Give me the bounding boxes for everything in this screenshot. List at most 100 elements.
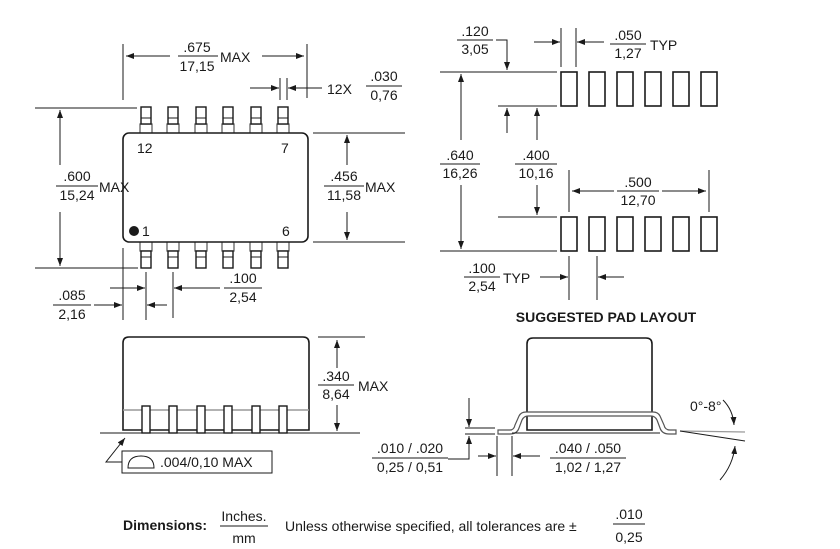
dim-row-length: .500 12,70 <box>568 170 710 212</box>
svg-text:1,27: 1,27 <box>614 45 641 61</box>
lead-top <box>139 123 153 133</box>
svg-text:.040 / .050: .040 / .050 <box>555 440 621 456</box>
dim-inner-span: .400 10,16 <box>515 108 557 215</box>
svg-text:3,05: 3,05 <box>461 41 488 57</box>
package-body <box>122 132 309 243</box>
lead-bottom <box>276 242 290 252</box>
dim-outer-span: .640 16,26 <box>440 74 480 249</box>
gull-wing-lead <box>497 411 677 435</box>
pin-label-7: 7 <box>281 140 289 156</box>
svg-text:.100: .100 <box>229 270 256 286</box>
dim-pad-pitch: .100 2,54 TYP <box>464 256 624 300</box>
side-body <box>122 336 310 431</box>
pad-bottom <box>560 216 578 252</box>
pad-top <box>588 71 606 107</box>
svg-text:1,02 / 1,27: 1,02 / 1,27 <box>555 459 621 475</box>
coplanarity-box <box>121 450 273 474</box>
pin-label-6: 6 <box>282 223 290 239</box>
svg-text:16,26: 16,26 <box>442 165 477 181</box>
svg-text:17,15: 17,15 <box>179 58 214 74</box>
pad-top <box>672 71 690 107</box>
pad-top <box>700 71 718 107</box>
footer-note: Dimensions: Inches. mm Unless otherwise … <box>123 506 645 546</box>
dim-pad-length: .120 3,05 <box>457 23 510 133</box>
svg-text:.340: .340 <box>322 368 349 384</box>
dim-end-offset-and-pitch: .085 2,16 .100 2,54 <box>53 248 262 322</box>
svg-text:TYP: TYP <box>650 37 677 53</box>
pad-layout-title: SUGGESTED PAD LAYOUT <box>516 309 697 325</box>
svg-text:.010: .010 <box>615 506 642 522</box>
side-pins <box>141 405 288 434</box>
svg-text:.050: .050 <box>614 27 641 43</box>
svg-text:10,16: 10,16 <box>518 165 553 181</box>
svg-text:15,24: 15,24 <box>59 187 94 203</box>
pad-layout: .120 3,05 .050 1,27 TYP .640 16,26 .4 <box>440 23 718 325</box>
svg-text:.085: .085 <box>58 287 85 303</box>
pin-side <box>141 405 151 434</box>
svg-text:8,64: 8,64 <box>322 386 349 402</box>
lead-bottom <box>194 242 208 252</box>
lead-bottom <box>249 242 263 252</box>
pin-side <box>196 405 206 434</box>
dim-lead-width: 12X .030 0,76 <box>250 68 402 103</box>
pin-top <box>222 106 234 125</box>
svg-text:.400: .400 <box>522 147 549 163</box>
svg-text:.640: .640 <box>446 147 473 163</box>
pad-bottom <box>700 216 718 252</box>
svg-text:.675: .675 <box>183 39 210 55</box>
svg-text:0,25 / 0,51: 0,25 / 0,51 <box>377 459 443 475</box>
end-body <box>526 337 653 431</box>
side-view: .340 8,64 MAX .004/0,10 MAX <box>100 336 389 474</box>
dim-width: .675 17,15 MAX <box>122 39 308 100</box>
svg-text:Inches.: Inches. <box>221 508 266 524</box>
lead-bottom <box>221 242 235 252</box>
svg-text:.120: .120 <box>461 23 488 39</box>
lead-top <box>276 123 290 133</box>
pad-top <box>616 71 634 107</box>
lead-top <box>221 123 235 133</box>
pin-side <box>251 405 261 434</box>
pad-top <box>644 71 662 107</box>
end-view: .010 / .020 0,25 / 0,51 .040 / .050 1,02… <box>372 337 746 481</box>
top-view: 12 7 1 6 .675 17,15 MAX 12X .030 0,76 <box>35 39 405 322</box>
svg-text:.004/0,10 MAX: .004/0,10 MAX <box>160 454 253 470</box>
lead-bottom <box>166 242 180 252</box>
pin-side <box>223 405 233 434</box>
pin-bottom <box>167 250 179 269</box>
pin-bottom <box>222 250 234 269</box>
pad-top <box>560 71 578 107</box>
lead-bottom <box>139 242 153 252</box>
pin-bottom <box>250 250 262 269</box>
pin-top <box>195 106 207 125</box>
lead-top <box>166 123 180 133</box>
pin-top <box>277 106 289 125</box>
pin-label-12: 12 <box>137 140 153 156</box>
pin-top <box>140 106 152 125</box>
svg-text:2,16: 2,16 <box>58 306 85 322</box>
svg-text:mm: mm <box>232 530 255 546</box>
svg-text:.030: .030 <box>370 68 397 84</box>
pin-top <box>250 106 262 125</box>
pad-bottom <box>672 216 690 252</box>
svg-text:.100: .100 <box>468 260 495 276</box>
dim-overall-height: .600 15,24 MAX <box>35 107 138 269</box>
lead-top <box>194 123 208 133</box>
svg-text:.600: .600 <box>63 168 90 184</box>
pad-bottom <box>588 216 606 252</box>
pin-bottom <box>195 250 207 269</box>
pin-side <box>168 405 178 434</box>
angle-label: 0°-8° <box>690 398 721 414</box>
pad-bottom <box>644 216 662 252</box>
svg-text:12,70: 12,70 <box>620 192 655 208</box>
pad-bottom <box>616 216 634 252</box>
dim-body-height: .456 11,58 MAX <box>313 132 405 243</box>
svg-text:TYP: TYP <box>503 270 530 286</box>
pads <box>560 71 718 252</box>
pin-label-1: 1 <box>142 223 150 239</box>
svg-text:MAX: MAX <box>220 49 251 65</box>
svg-text:Unless otherwise specified, al: Unless otherwise specified, all toleranc… <box>285 518 577 534</box>
svg-text:.500: .500 <box>624 174 651 190</box>
svg-text:.010 / .020: .010 / .020 <box>377 440 443 456</box>
svg-text:12X: 12X <box>327 81 353 97</box>
